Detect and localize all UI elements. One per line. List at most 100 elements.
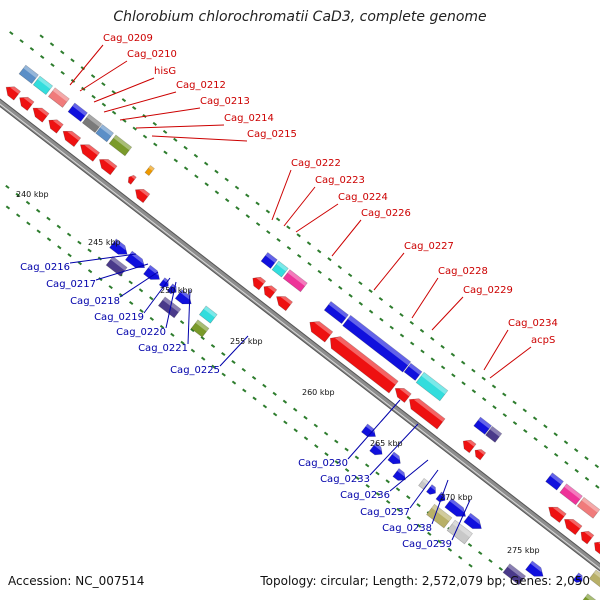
gene-label: Cag_0238 [382, 523, 432, 534]
tick-mark [324, 452, 329, 457]
gene-label: Cag_0212 [176, 80, 226, 91]
tick-mark [379, 317, 384, 322]
tick-mark [159, 324, 165, 329]
tick-mark [211, 364, 216, 369]
tick-mark [50, 62, 55, 68]
tick-mark [420, 349, 425, 354]
tick-mark [149, 316, 154, 321]
tick-mark [162, 129, 168, 134]
tick-mark [129, 300, 134, 306]
leader-line [295, 203, 339, 233]
tick-mark [348, 293, 353, 298]
tick-mark [16, 213, 21, 218]
backbone-highlight [0, 103, 600, 570]
tick-mark [173, 158, 178, 163]
tick-mark [77, 240, 82, 245]
tick-mark [293, 428, 298, 433]
gene-label: Cag_0210 [127, 49, 177, 60]
tick-mark [266, 230, 271, 235]
gene-box [473, 416, 492, 435]
tick-mark [39, 34, 44, 39]
gene-label: Cag_0236 [340, 490, 390, 501]
gene-label: hisG [154, 66, 176, 77]
tick-mark [26, 221, 31, 226]
gene-box [502, 563, 527, 586]
gene-label: Cag_0224 [338, 192, 388, 203]
tick-mark [66, 232, 72, 237]
tick-mark [389, 325, 394, 330]
gene-arrow [369, 442, 383, 456]
tick-mark [368, 288, 373, 294]
leader-line [103, 91, 177, 113]
leader-line [135, 124, 225, 129]
gene-arrow [174, 289, 192, 305]
gene-arrow [80, 144, 101, 162]
tick-mark [430, 357, 435, 362]
tick-mark [46, 216, 51, 221]
leader-line [119, 271, 159, 298]
tick-mark [347, 273, 353, 278]
tick-mark [344, 468, 350, 473]
tick-mark [56, 224, 61, 229]
tick-mark [80, 66, 85, 71]
tick-mark [108, 285, 113, 290]
tick-mark [365, 463, 370, 468]
gene-arrow [392, 468, 406, 481]
tick-mark [242, 388, 247, 393]
tick-mark [275, 217, 281, 222]
gene-box [271, 260, 289, 278]
tick-mark [410, 341, 415, 346]
tick-mark [355, 476, 360, 481]
leader-line [69, 44, 104, 86]
tick-mark [458, 555, 463, 560]
tick-mark [152, 121, 157, 126]
tick-mark [563, 440, 569, 445]
leader-line [373, 252, 405, 291]
gene-label: acpS [531, 335, 555, 346]
gene-box [81, 113, 103, 134]
tick-mark [190, 328, 195, 333]
tick-mark [584, 476, 590, 481]
tick-mark [60, 70, 65, 75]
tick-mark [190, 348, 196, 353]
label-leader-lines [69, 44, 532, 541]
gene-arrow [125, 250, 146, 269]
tick-mark [338, 285, 343, 290]
tick-mark [389, 304, 394, 310]
tick-mark [313, 423, 318, 428]
gene-box [282, 269, 308, 293]
tick-mark [293, 407, 298, 412]
tick-mark [461, 381, 466, 386]
leader-line [451, 499, 471, 541]
tick-mark [317, 249, 322, 254]
tick-mark [498, 566, 503, 571]
tick-mark [15, 192, 20, 197]
tick-mark [375, 471, 380, 476]
tick-mark [406, 515, 411, 520]
tick-mark [90, 74, 96, 79]
tick-mark [344, 447, 349, 452]
tick-mark [139, 308, 144, 313]
axis-tick-label: 265 kbp [370, 439, 403, 448]
tick-mark [303, 436, 309, 441]
leader-line [283, 186, 316, 227]
gene-box [67, 102, 88, 122]
tick-mark [491, 384, 497, 389]
leader-line [489, 346, 532, 379]
tick-mark [314, 444, 319, 449]
tick-mark [440, 344, 445, 349]
gene-label: Cag_0221 [138, 343, 188, 354]
leader-line [95, 263, 149, 281]
tick-mark [306, 241, 312, 246]
tick-mark [543, 424, 548, 429]
tick-mark [303, 415, 308, 420]
leader-line [483, 329, 509, 371]
tick-mark [399, 312, 404, 317]
gene-arrow [564, 519, 583, 536]
gene-label: Cag_0227 [404, 241, 454, 252]
tick-mark [334, 439, 339, 444]
tick-mark [406, 495, 411, 500]
tick-mark [595, 484, 600, 489]
axis-tick-label: 240 kbp [16, 190, 49, 199]
